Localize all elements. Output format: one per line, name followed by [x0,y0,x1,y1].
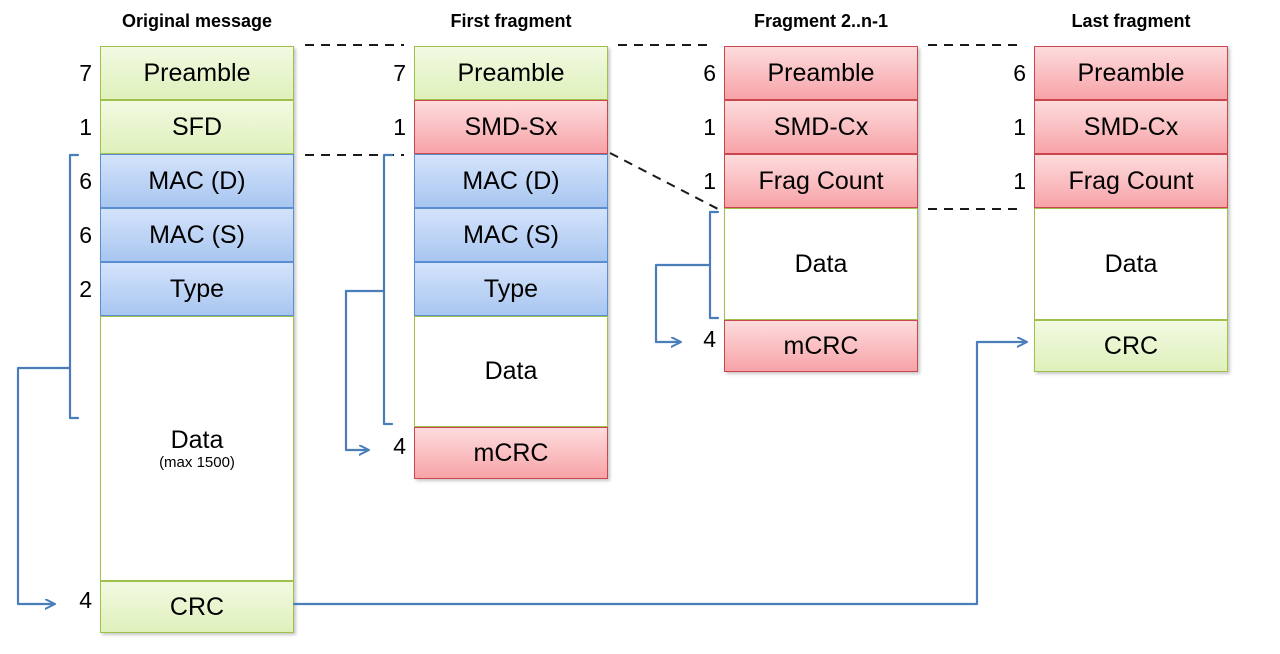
crc-compute-arrow-original [16,366,64,604]
field-sfd[interactable]: SFD [100,100,294,154]
field-label: mCRC [473,438,549,467]
column-title-last-fragment: Last fragment [1071,11,1191,31]
field-smd-cx[interactable]: SMD-Cx [1034,100,1228,154]
field-label: Type [483,274,539,303]
size-label-type: 2 [79,276,92,302]
field-mcrc[interactable]: mCRC [724,320,918,372]
field-label: Frag Count [758,166,884,195]
column-title-first-fragment: First fragment [450,11,572,31]
size-label-preamble: 6 [703,60,716,86]
field-preamble[interactable]: Preamble [100,46,294,100]
size-label-mcrc: 4 [393,433,406,459]
field-frag-count[interactable]: Frag Count [724,154,918,208]
field-preamble[interactable]: Preamble [724,46,918,100]
packet-stack-last-fragment: Preamble SMD-Cx Frag Count Data CRC [1034,46,1228,372]
mcrc-compute-arrow-first [344,289,378,450]
field-label: SMD-Cx [773,112,869,141]
field-label: CRC [169,592,225,621]
field-label: SFD [172,112,222,141]
size-label-preamble: 7 [79,60,92,86]
field-mac-d[interactable]: MAC (D) [100,154,294,208]
field-data[interactable]: Data [414,316,608,427]
field-label: Data [794,249,848,278]
size-label-smd-cx: 1 [703,114,716,140]
field-frag-count[interactable]: Frag Count [1034,154,1228,208]
field-label: SMD-Cx [1083,112,1179,141]
crc-carry-forward-arrow [292,342,1026,606]
field-label: Preamble [1077,58,1185,87]
packet-stack-original-message: Preamble SFD MAC (D) MAC (S) Type Data (… [100,46,294,633]
field-data[interactable]: Data [1034,208,1228,320]
packet-stack-first-fragment: Preamble SMD-Sx MAC (D) MAC (S) Type Dat… [414,46,608,479]
field-label: Data [484,357,538,386]
size-label-sfd: 1 [79,114,92,140]
field-preamble[interactable]: Preamble [1034,46,1228,100]
size-label-mac-s: 6 [79,222,92,248]
field-crc[interactable]: CRC [1034,320,1228,372]
field-label: Data [1104,249,1158,278]
size-label-preamble: 6 [1013,60,1026,86]
field-crc[interactable]: CRC [100,581,294,633]
field-label: Preamble [767,58,875,87]
field-label: MAC (D) [462,166,560,195]
size-label-frag-count: 1 [703,168,716,194]
mcrc-scope-bracket-first [382,153,394,426]
size-label-mcrc: 4 [703,326,716,352]
field-label: Type [169,274,225,303]
field-sublabel: (max 1500) [159,453,235,471]
size-label-smd-cx: 1 [1013,114,1026,140]
field-label: MAC (S) [463,220,559,249]
size-label-smd-sx: 1 [393,114,406,140]
column-title-original-message: Original message [121,11,273,31]
field-preamble[interactable]: Preamble [414,46,608,100]
column-title-middle-fragment: Fragment 2..n-1 [753,11,889,31]
field-label: Frag Count [1068,166,1194,195]
field-label: mCRC [783,331,859,360]
size-label-frag-count: 1 [1013,168,1026,194]
field-label: MAC (D) [148,166,246,195]
field-data[interactable]: Data [724,208,918,320]
field-mac-s[interactable]: MAC (S) [414,208,608,262]
field-type[interactable]: Type [100,262,294,316]
packet-stack-middle-fragment: Preamble SMD-Cx Frag Count Data mCRC [724,46,918,372]
field-smd-sx[interactable]: SMD-Sx [414,100,608,154]
size-label-crc: 4 [79,587,92,613]
mcrc-scope-bracket-middle [708,210,720,320]
size-label-mac-d: 6 [79,168,92,194]
field-mac-s[interactable]: MAC (S) [100,208,294,262]
field-label: MAC (S) [149,220,245,249]
field-mcrc[interactable]: mCRC [414,427,608,479]
field-label: Preamble [457,58,565,87]
field-label: Preamble [143,58,251,87]
field-mac-d[interactable]: MAC (D) [414,154,608,208]
field-data[interactable]: Data (max 1500) [100,316,294,581]
field-label: Data [170,425,224,454]
field-label: SMD-Sx [464,112,558,141]
field-smd-cx[interactable]: SMD-Cx [724,100,918,154]
size-label-preamble: 7 [393,60,406,86]
field-type[interactable]: Type [414,262,608,316]
field-label: CRC [1103,331,1159,360]
